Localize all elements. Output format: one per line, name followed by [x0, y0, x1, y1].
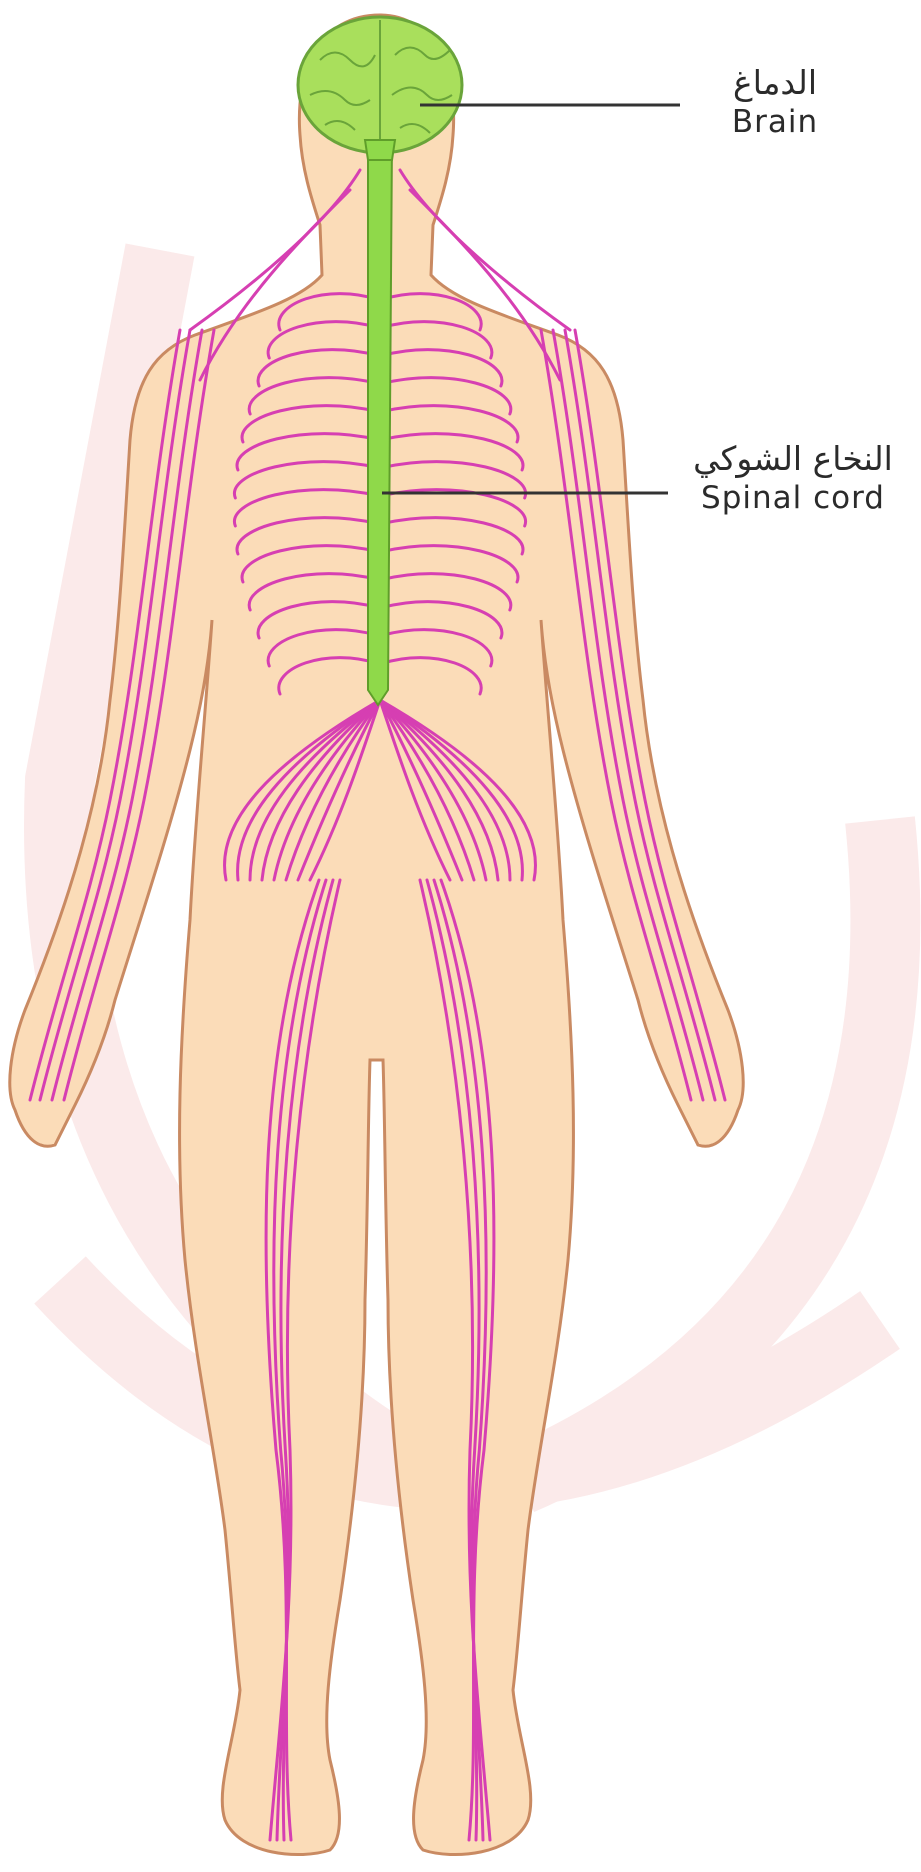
brain-label: الدماغ Brain [690, 62, 860, 142]
spinal-cord [368, 140, 392, 705]
brain-label-arabic: الدماغ [690, 62, 860, 103]
brain-label-english: Brain [690, 103, 860, 142]
spinal-cord-label-english: Spinal cord [668, 479, 918, 518]
spinal-cord-label: النخاع الشوكي Spinal cord [668, 438, 918, 518]
spinal-cord-label-arabic: النخاع الشوكي [668, 438, 918, 479]
